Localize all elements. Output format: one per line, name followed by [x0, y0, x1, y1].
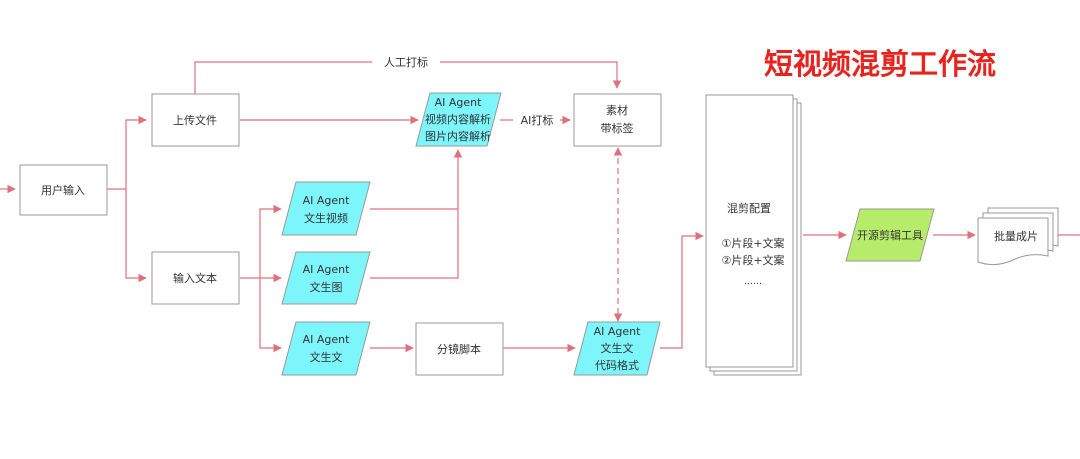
- node-agent-text2video-line2: 文生视频: [304, 211, 348, 225]
- node-upload-file[interactable]: 上传文件: [151, 93, 240, 147]
- edge-user-input-text: [125, 189, 147, 283]
- node-agent-code[interactable]: AI Agent 文生文 代码格式: [573, 321, 661, 376]
- node-material-line1: 素材: [606, 103, 628, 117]
- edge-code-mix: [660, 231, 704, 349]
- node-material-line2: 带标签: [601, 121, 634, 135]
- node-input-text-label: 输入文本: [173, 271, 217, 285]
- node-user-input-label: 用户输入: [41, 183, 85, 197]
- node-input-text[interactable]: 输入文本: [151, 251, 240, 305]
- edge-manual-tag-left: [194, 61, 372, 94]
- edge-label-ai-tag: AI打标: [521, 113, 554, 127]
- node-storyboard[interactable]: 分镜脚本: [415, 322, 504, 376]
- node-agent-code-line2: 文生文: [601, 341, 634, 355]
- edge-manual-tag-right: [440, 61, 622, 89]
- edge-image-parse: [370, 149, 463, 279]
- node-material[interactable]: 素材 带标签: [573, 93, 662, 147]
- node-agent-text2text[interactable]: AI Agent 文生文: [281, 321, 371, 376]
- node-agent-parse[interactable]: AI Agent 视频内容解析 图片内容解析: [415, 92, 502, 147]
- edge-text-video: [259, 204, 282, 278]
- node-open-tool[interactable]: 开源剪辑工具: [845, 208, 935, 262]
- node-agent-text2image[interactable]: AI Agent 文生图: [281, 251, 371, 305]
- node-agent-code-line3: 代码格式: [595, 358, 639, 372]
- edge-label-manual-tag: 人工打标: [384, 55, 428, 69]
- node-mix-config-line2: ②片段+文案: [721, 253, 784, 267]
- node-agent-text2text-line2: 文生文: [310, 350, 343, 364]
- node-user-input[interactable]: 用户输入: [19, 164, 108, 216]
- node-mix-config[interactable]: 混剪配置 ①片段+文案 ②片段+文案 ……: [705, 94, 802, 376]
- edge-user-input-upload: [125, 115, 147, 189]
- node-agent-text2video-line1: AI Agent: [303, 194, 351, 207]
- node-mix-config-line1: ①片段+文案: [721, 236, 784, 250]
- node-batch-output[interactable]: 批量成片: [977, 207, 1059, 266]
- node-agent-text2video[interactable]: AI Agent 文生视频: [281, 181, 371, 236]
- node-agent-code-line1: AI Agent: [594, 325, 642, 338]
- node-open-tool-label: 开源剪辑工具: [857, 228, 923, 242]
- node-batch-output-label: 批量成片: [994, 229, 1038, 243]
- node-agent-text2image-line2: 文生图: [310, 280, 343, 294]
- node-mix-config-line3: ……: [744, 277, 762, 287]
- node-storyboard-label: 分镜脚本: [437, 342, 481, 356]
- edge-text-text: [259, 278, 282, 353]
- node-agent-text2text-line1: AI Agent: [303, 333, 351, 346]
- edges: [0, 61, 1080, 353]
- node-agent-text2image-line1: AI Agent: [303, 263, 351, 276]
- node-agent-parse-line3: 图片内容解析: [425, 129, 491, 143]
- node-upload-file-label: 上传文件: [173, 113, 217, 127]
- node-agent-parse-line1: AI Agent: [435, 96, 483, 109]
- node-mix-config-title: 混剪配置: [727, 201, 771, 215]
- diagram-title: 短视频混剪工作流: [764, 47, 996, 81]
- node-agent-parse-line2: 视频内容解析: [425, 112, 491, 126]
